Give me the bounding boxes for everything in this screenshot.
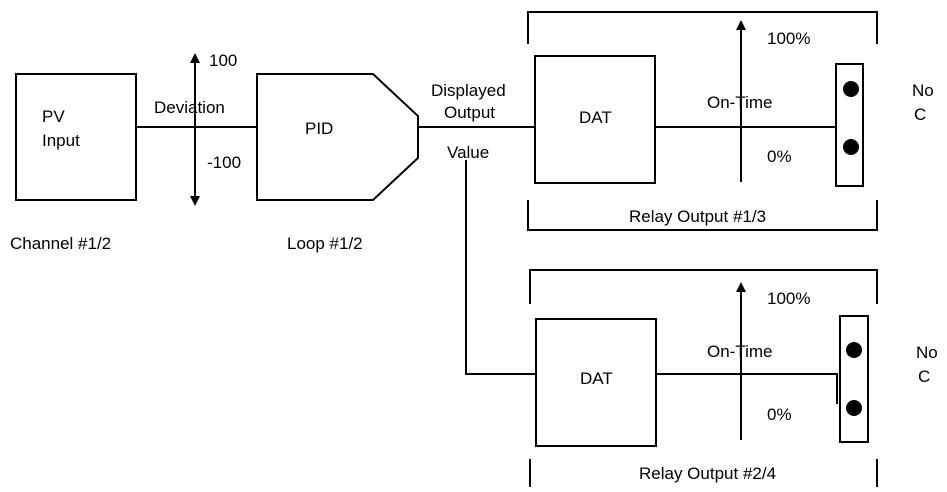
pid-block — [256, 73, 419, 201]
relay1-max-label: 100% — [767, 29, 810, 48]
relay2-contact-dot-top — [846, 342, 862, 358]
relay2-caption: Relay Output #2/4 — [639, 464, 776, 483]
relay2-top-bracket — [529, 269, 878, 304]
pv-input-label-line1: PV — [42, 107, 65, 126]
relay2-max-label: 100% — [767, 289, 810, 308]
relay1-contact-c-label: C — [914, 105, 926, 124]
loop-caption: Loop #1/2 — [287, 234, 363, 253]
displayed-output-line1: Displayed — [431, 81, 506, 100]
branch-to-relay2 — [465, 160, 536, 375]
deviation-min-label: -100 — [207, 153, 241, 172]
channel-caption: Channel #1/2 — [10, 234, 111, 253]
relay2-dat-label: DAT — [580, 369, 613, 388]
relay2-dat-block — [535, 318, 657, 447]
relay2-contact-dot-bottom — [846, 400, 862, 416]
relay1-on-time-label: On-Time — [707, 93, 773, 112]
relay1-contact-no-label: No — [912, 81, 934, 100]
relay2-contact-c-label: C — [918, 367, 930, 386]
relay1-dat-label: DAT — [579, 108, 612, 127]
displayed-output-line3: Value — [447, 143, 489, 162]
pid-label: PID — [305, 119, 333, 138]
relay2-on-time-label: On-Time — [707, 342, 773, 361]
relay1-min-label: 0% — [767, 147, 792, 166]
relay1-contact-dot-bottom — [843, 139, 859, 155]
relay1-top-bracket — [527, 11, 878, 44]
relay2-contact-no-label: No — [916, 343, 938, 362]
deviation-max-label: 100 — [209, 51, 237, 70]
pv-input-block — [15, 73, 137, 201]
relay1-bottom-bracket — [527, 200, 878, 231]
pv-input-label-line2: Input — [42, 131, 80, 150]
relay1-contact-dot-top — [843, 81, 859, 97]
relay1-dat-block — [534, 55, 656, 184]
relay1-caption: Relay Output #1/3 — [629, 207, 766, 226]
deviation-label: Deviation — [154, 98, 225, 117]
relay2-min-label: 0% — [767, 405, 792, 424]
displayed-output-line2: Output — [444, 103, 495, 122]
relay2-contact — [839, 315, 869, 443]
